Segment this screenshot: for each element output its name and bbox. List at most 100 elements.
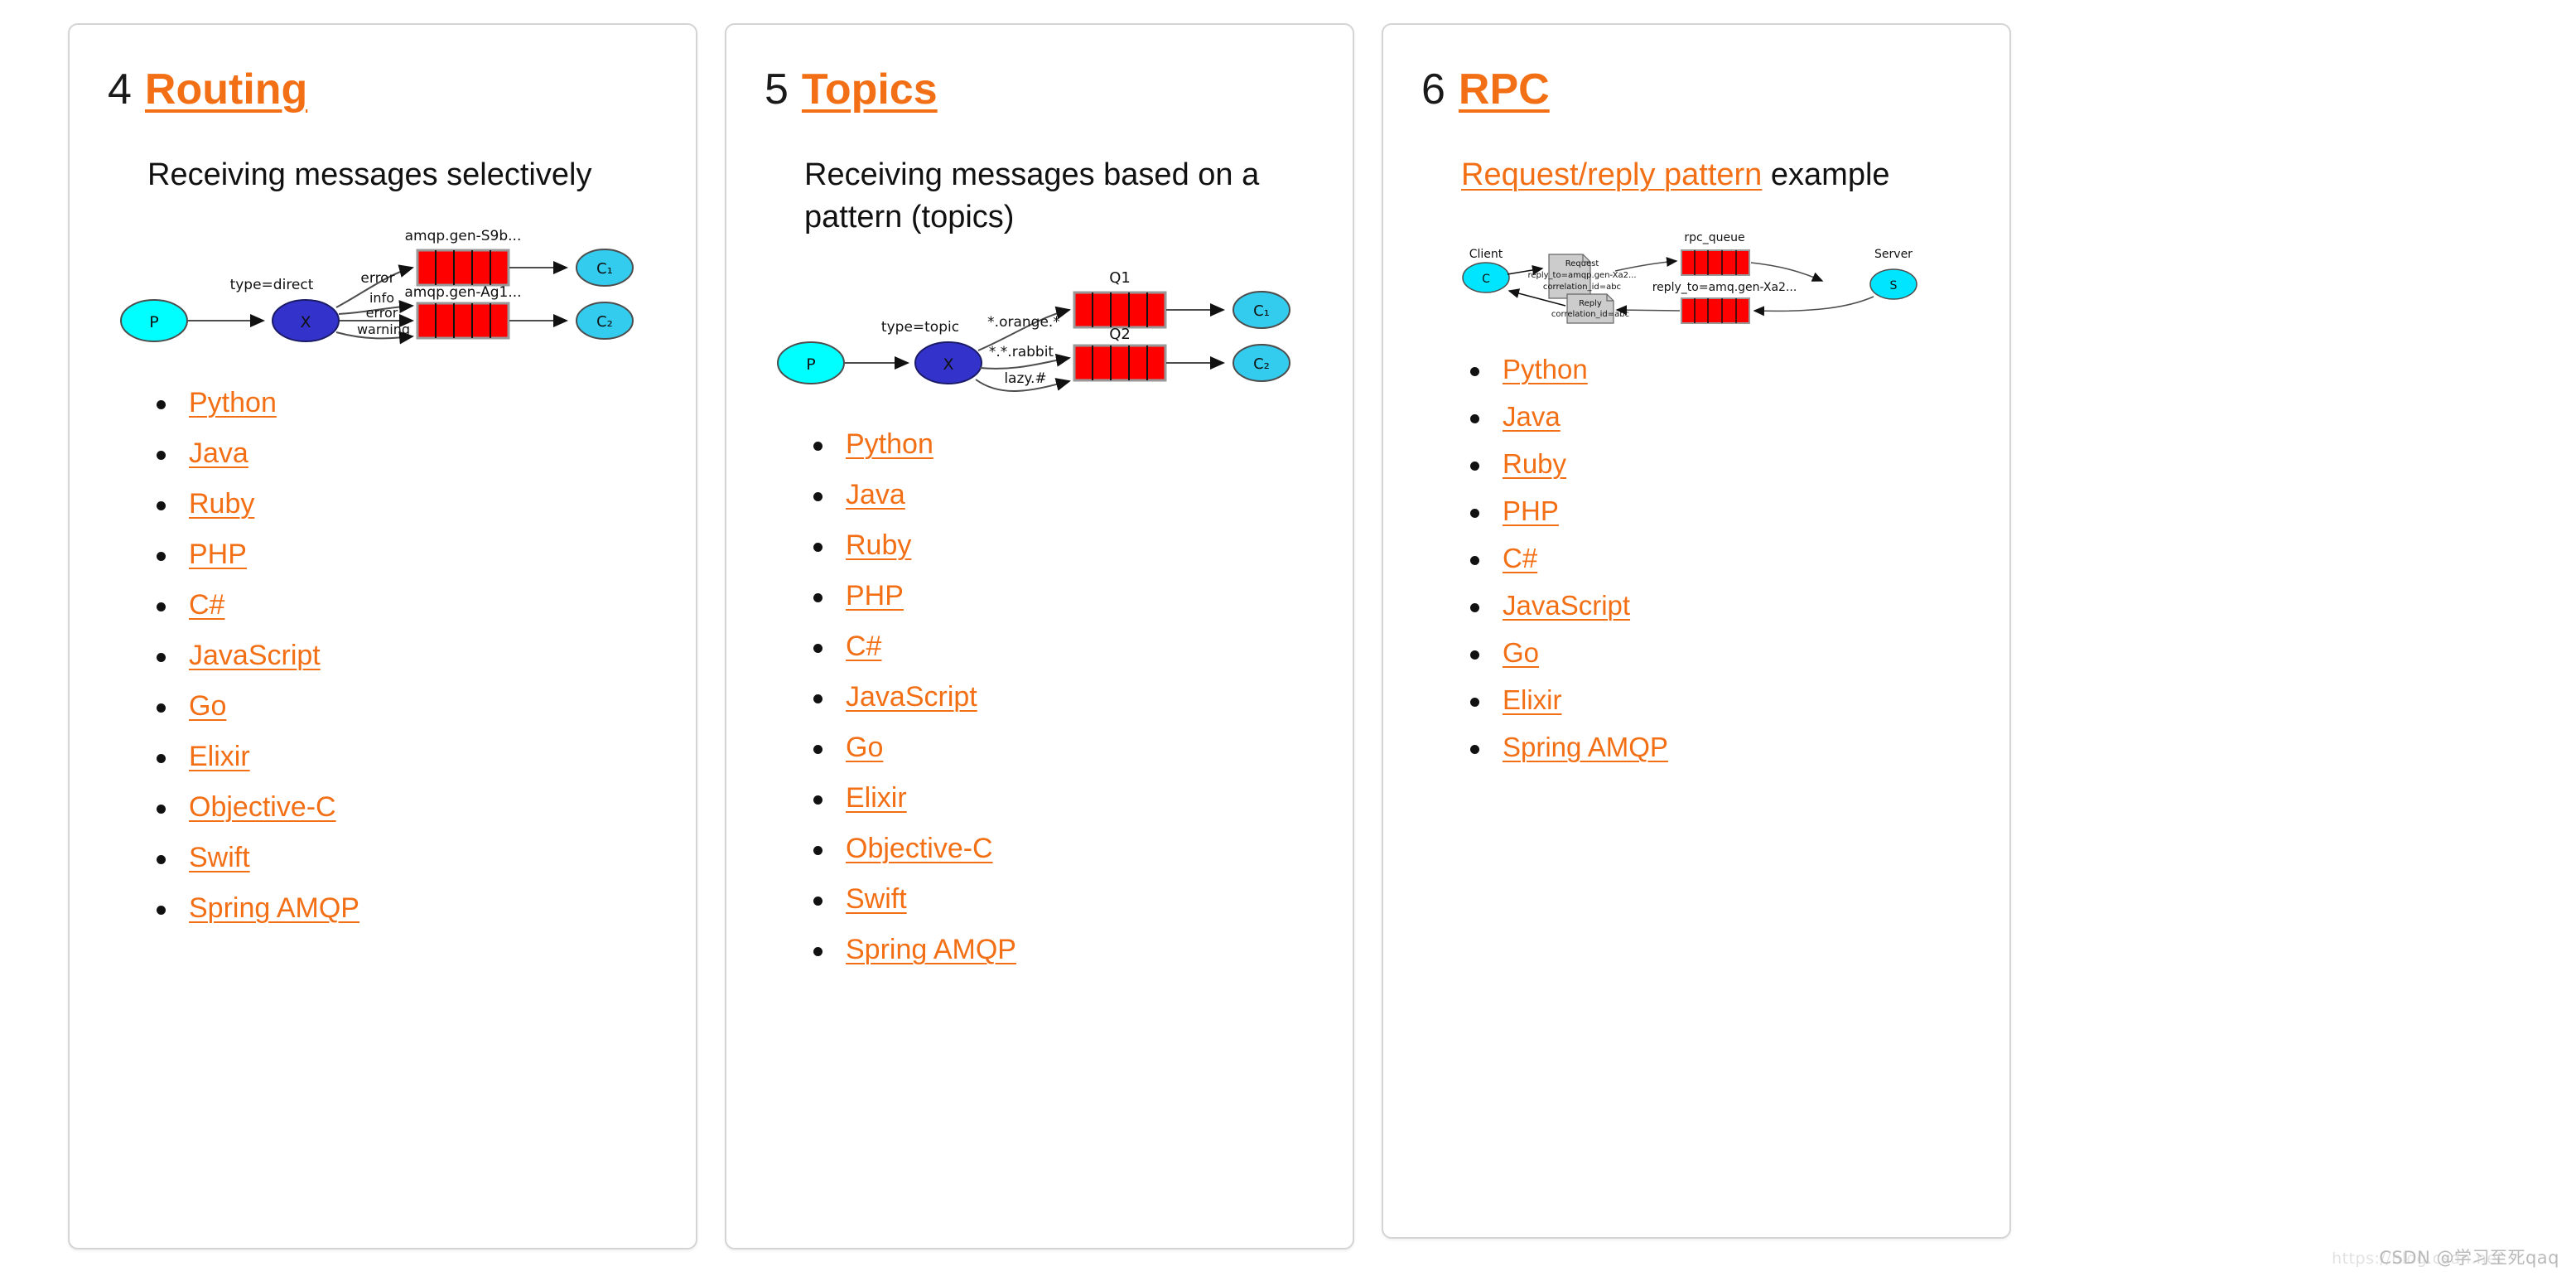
lang-link-csharp[interactable]: C# [189, 588, 225, 621]
lang-link-objective-c[interactable]: Objective-C [846, 833, 993, 865]
list-item: Elixir [1468, 686, 1971, 713]
lang-link-spring-amqp[interactable]: Spring AMQP [189, 892, 359, 924]
watermark-text: CSDN @学习至死qaq [2379, 1248, 2559, 1268]
client-label: Client [1469, 248, 1503, 261]
lang-link-php[interactable]: PHP [189, 538, 247, 570]
card-header-routing: 4 Routing [108, 68, 658, 111]
lang-link-objective-c[interactable]: Objective-C [189, 790, 336, 823]
list-item: Go [811, 733, 1315, 761]
lang-link-ruby[interactable]: Ruby [1503, 447, 1567, 479]
server-label: Server [1874, 248, 1913, 261]
card-header-rpc: 6 RPC [1421, 68, 1971, 111]
lang-link-php[interactable]: PHP [846, 580, 904, 612]
binding-key-error-2: error [366, 305, 398, 321]
queue-box-1 [416, 249, 510, 287]
lang-link-java[interactable]: Java [189, 437, 248, 469]
subtitle-link-request-reply[interactable]: Request/reply pattern [1461, 157, 1763, 192]
topic-exchange-diagram: P X type=topic *.orange.* *.*.rabbit laz… [777, 269, 1290, 392]
list-item: Objective-C [154, 793, 658, 821]
lang-link-spring-amqp[interactable]: Spring AMQP [846, 934, 1016, 966]
lang-link-go[interactable]: Go [189, 689, 227, 722]
queue-box-2 [416, 302, 510, 340]
lang-link-swift[interactable]: Swift [846, 883, 907, 916]
list-item: Elixir [154, 742, 658, 771]
list-item: Go [1468, 639, 1971, 666]
list-item: PHP [154, 540, 658, 568]
tutorial-card-routing: 4 Routing Receiving messages selectively… [68, 23, 697, 1249]
list-item: C# [811, 632, 1315, 660]
lang-link-javascript[interactable]: JavaScript [189, 639, 321, 671]
lang-link-javascript[interactable]: JavaScript [846, 681, 977, 713]
lang-link-ruby[interactable]: Ruby [189, 487, 255, 520]
card-header-topics: 5 Topics [765, 68, 1315, 111]
list-item: Ruby [154, 490, 658, 518]
queue-name-2: Q2 [1109, 326, 1131, 343]
lang-link-java[interactable]: Java [1503, 400, 1561, 432]
language-link-list-routing: Python Java Ruby PHP C# JavaScript Go El… [108, 389, 658, 922]
reply-note: Reply correlation_id=abc [1551, 293, 1629, 324]
lang-link-ruby[interactable]: Ruby [846, 529, 912, 562]
list-item: PHP [811, 582, 1315, 610]
lang-link-javascript[interactable]: JavaScript [1503, 589, 1631, 621]
list-item: Python [1468, 355, 1971, 383]
lang-link-go[interactable]: Go [1503, 636, 1540, 668]
card-title-link-routing[interactable]: Routing [144, 65, 308, 114]
lang-link-python[interactable]: Python [1503, 353, 1588, 384]
rpc-queue-box [1681, 249, 1750, 277]
list-item: Python [811, 430, 1315, 458]
card-number: 6 [1421, 65, 1445, 114]
binding-key-rabbit: *.*.rabbit [989, 344, 1054, 360]
lang-link-go[interactable]: Go [846, 732, 884, 764]
routing-exchange-diagram: P X type=direct error info error warning [120, 228, 634, 345]
tutorial-card-rpc: 6 RPC Request/reply pattern example Clie… [1382, 23, 2011, 1239]
queue-name-1: amqp.gen-S9b... [405, 228, 522, 244]
lang-link-python[interactable]: Python [846, 428, 933, 461]
list-item: Objective-C [811, 834, 1315, 863]
lang-link-swift[interactable]: Swift [189, 841, 250, 873]
queue-name-2: amqp.gen-Ag1... [404, 284, 521, 301]
subtitle-tail: example [1770, 157, 1890, 192]
lang-link-elixir[interactable]: Elixir [189, 740, 250, 772]
card-subtitle-routing: Receiving messages selectively [147, 157, 592, 192]
reply-queue-box [1681, 297, 1750, 325]
rpc-request-reply-diagram: Client C Request reply_to=amqp.gen-Xa2..… [1462, 231, 1918, 325]
csdn-watermark: https://blog.csdn.netCSDN @学习至死qaq [2332, 1245, 2559, 1269]
lang-link-csharp[interactable]: C# [846, 631, 882, 663]
list-item: PHP [1468, 497, 1971, 524]
list-item: Swift [811, 885, 1315, 913]
rpc-queue-label: rpc_queue [1684, 231, 1744, 244]
diagram-rpc: Client C Request reply_to=amqp.gen-Xa2..… [1451, 213, 1971, 337]
lang-link-java[interactable]: Java [846, 479, 905, 511]
reply-note-line-1: Reply [1579, 299, 1602, 308]
list-item: Swift [154, 843, 658, 872]
binding-key-info: info [369, 290, 394, 306]
list-item: Go [154, 692, 658, 720]
lang-link-elixir[interactable]: Elixir [1503, 684, 1562, 715]
list-item: Spring AMQP [154, 894, 658, 922]
exchange-type-label: type=direct [230, 277, 314, 293]
diagram-routing: P X type=direct error info error warning [114, 213, 658, 370]
client-node-label: C [1482, 273, 1490, 286]
lang-link-python[interactable]: Python [189, 386, 277, 418]
language-link-list-topics: Python Java Ruby PHP C# JavaScript Go El… [765, 430, 1315, 964]
language-link-list-rpc: Python Java Ruby PHP C# JavaScript Go El… [1421, 355, 1971, 761]
list-item: Ruby [811, 531, 1315, 559]
reply-to-label: reply_to=amq.gen-Xa2... [1652, 281, 1797, 294]
binding-key-warning: warning [357, 321, 410, 337]
list-item: Spring AMQP [1468, 733, 1971, 761]
producer-label: P [806, 355, 815, 374]
list-item: Java [154, 439, 658, 467]
exchange-label: X [943, 355, 953, 374]
list-item: Python [154, 389, 658, 417]
lang-link-spring-amqp[interactable]: Spring AMQP [1503, 731, 1668, 762]
card-number: 5 [765, 65, 789, 114]
lang-link-csharp[interactable]: C# [1503, 542, 1538, 573]
lang-link-php[interactable]: PHP [1503, 495, 1559, 526]
card-title-link-topics[interactable]: Topics [801, 65, 938, 114]
binding-key-error-1: error [360, 270, 394, 287]
lang-link-elixir[interactable]: Elixir [846, 782, 907, 814]
consumer-label-2: C₂ [1253, 355, 1270, 373]
card-title-link-rpc[interactable]: RPC [1458, 65, 1550, 114]
server-node-label: S [1890, 279, 1898, 292]
